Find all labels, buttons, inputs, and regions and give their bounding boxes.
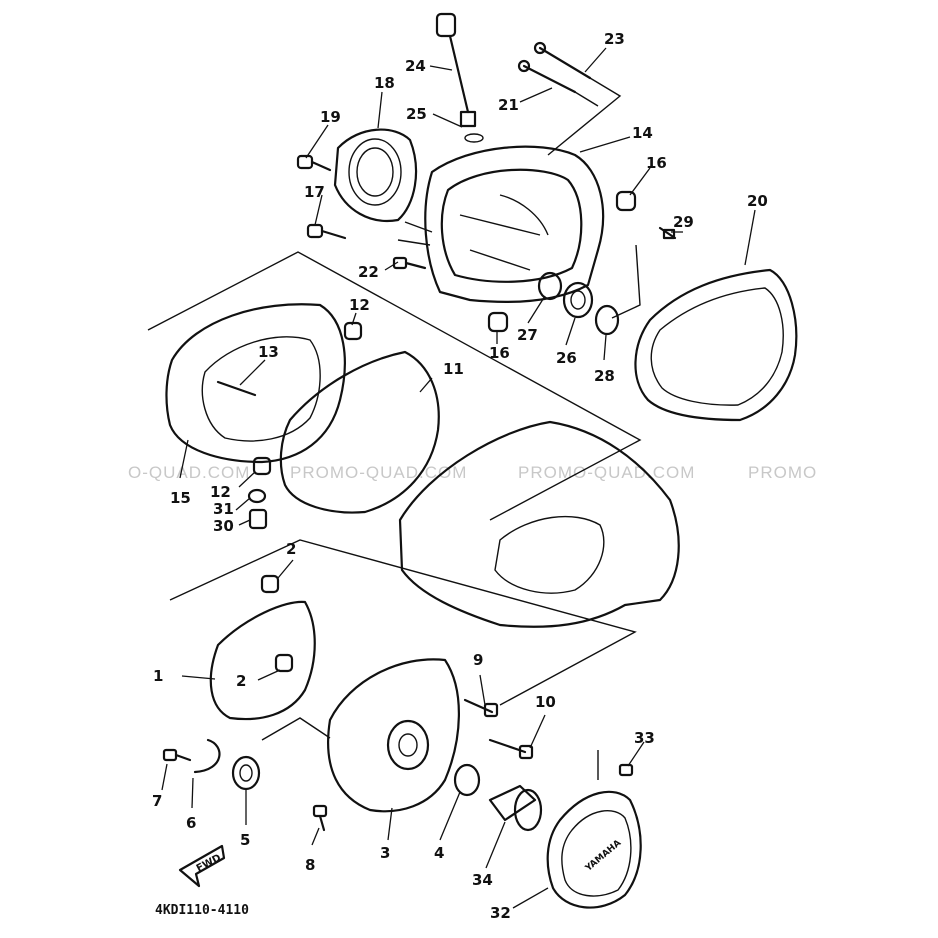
bolts-21-23 (517, 41, 622, 156)
bottom-cover-plane (169, 539, 637, 706)
callout-27: 27 (517, 326, 538, 344)
callout-labels: 1 2 2 3 4 5 6 7 8 9 10 11 12 12 13 14 15… (152, 30, 768, 922)
callout-23: 23 (604, 30, 625, 48)
callout-16-bottom: 16 (489, 344, 510, 362)
watermark: O-QUAD.COM PROMO-QUAD.COM PROMO-QUAD.COM… (128, 463, 817, 482)
crankcase-cover-3 (327, 658, 460, 813)
callout-21: 21 (498, 96, 519, 114)
callout-19: 19 (320, 108, 341, 126)
callout-12-top: 12 (349, 296, 370, 314)
callout-leaders (161, 47, 756, 909)
gasket-1 (209, 600, 316, 721)
callout-34: 34 (472, 871, 493, 889)
callout-30: 30 (213, 517, 234, 535)
watermark-text-3: PROMO-QUAD.COM (518, 463, 695, 482)
callout-12-bottom: 12 (210, 483, 231, 501)
callout-9: 9 (473, 651, 483, 669)
callout-26: 26 (556, 349, 577, 367)
dipstick-24 (435, 12, 484, 143)
seal-bearing-group (537, 226, 677, 336)
crankcase-cover-14 (397, 145, 605, 303)
callout-15: 15 (170, 489, 191, 507)
watermark-text-4: PROMO (748, 463, 817, 482)
callout-10: 10 (535, 693, 556, 711)
engine-crankcase (398, 420, 680, 628)
callout-32: 32 (490, 904, 511, 922)
dowels-16 (487, 190, 637, 333)
callout-5: 5 (240, 831, 250, 849)
cover-15 (165, 303, 363, 476)
small-parts-lower (162, 698, 534, 832)
plug-31-30 (247, 488, 268, 530)
seal-plane (261, 717, 331, 741)
callout-3: 3 (380, 844, 390, 862)
callout-18: 18 (374, 74, 395, 92)
yamaha-logo: YAMAHA (583, 838, 623, 874)
callout-7: 7 (152, 792, 162, 810)
callout-20: 20 (747, 192, 768, 210)
callout-1: 1 (153, 667, 163, 685)
cover-32: YAMAHA (546, 750, 642, 909)
callout-33: 33 (634, 729, 655, 747)
diagram-code: 4KDI110-4110 (155, 903, 249, 918)
left-cover-plane (147, 251, 642, 521)
callout-6: 6 (186, 814, 196, 832)
callout-24: 24 (405, 57, 426, 75)
callout-16-top: 16 (646, 154, 667, 172)
sleeve-34 (488, 784, 543, 832)
callout-22: 22 (358, 263, 379, 281)
gasket-11 (279, 350, 440, 514)
dowels-2 (260, 574, 294, 673)
callout-13: 13 (258, 343, 279, 361)
assembly-planes (147, 251, 642, 741)
callout-28: 28 (594, 367, 615, 385)
fwd-label: FWD (195, 853, 223, 875)
watermark-text-2: PROMO-QUAD.COM (290, 463, 467, 482)
gasket-20 (634, 268, 798, 422)
callout-11: 11 (443, 360, 464, 378)
callout-2-top: 2 (286, 540, 296, 558)
callout-31: 31 (213, 500, 234, 518)
callout-25: 25 (406, 105, 427, 123)
callout-17: 17 (304, 183, 325, 201)
cover-plate-18 (333, 128, 418, 223)
callout-2-bottom: 2 (236, 672, 246, 690)
callout-14: 14 (632, 124, 653, 142)
watermark-text-1: O-QUAD.COM (128, 463, 250, 482)
callout-29: 29 (673, 213, 694, 231)
fwd-arrow-icon: FWD (178, 844, 226, 888)
callout-8: 8 (305, 856, 315, 874)
callout-4: 4 (434, 844, 444, 862)
